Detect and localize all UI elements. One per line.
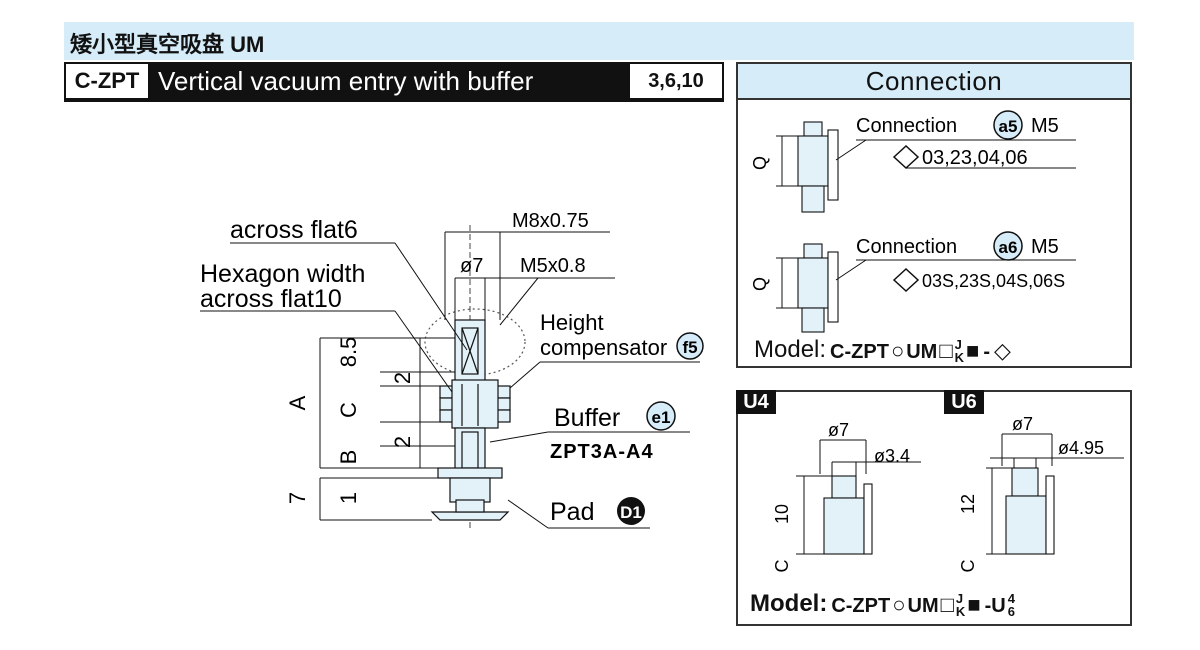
- connection-model-line: Model: C-ZPT ○ UM □ J K ■ - ◇: [754, 336, 1011, 364]
- u4-dia-outer: ø7: [828, 420, 849, 440]
- u4-fitting: [823, 475, 873, 555]
- pad-label: Pad: [550, 498, 594, 526]
- d1-badge: [617, 497, 645, 525]
- u6-fitting: [1005, 467, 1055, 555]
- u6-c-dim: C: [958, 560, 978, 573]
- pad-sizes-box: 3,6,10: [628, 62, 724, 100]
- across-flat6-label: across flat6: [230, 216, 358, 244]
- hex-nut: [439, 379, 511, 429]
- page-title: 矮小型真空吸盘 UM: [70, 32, 265, 57]
- across-flat10-label: across flat10: [200, 285, 342, 313]
- u-square-icon: □: [940, 592, 954, 617]
- u-filled-square-icon: ■: [967, 592, 981, 617]
- k-option: K: [954, 350, 965, 365]
- model-label: Model:: [754, 336, 827, 363]
- u6-dia-inner: ø4.95: [1058, 438, 1104, 458]
- a6-thread: M5: [1031, 236, 1059, 258]
- u6-dia-outer: ø7: [1012, 414, 1033, 434]
- connection-diagrams: Q Connection a5 M5 03,23,04,06 Q Connect…: [750, 110, 1076, 333]
- model-um: UM: [906, 341, 938, 363]
- a5-badge-text: a5: [999, 117, 1018, 136]
- d1-badge-text: D1: [620, 503, 642, 522]
- m8-thread-label: M8x0.75: [512, 210, 589, 232]
- connection-title: Connection: [736, 62, 1132, 100]
- dim-B: B: [336, 450, 361, 465]
- j-option: J: [954, 337, 962, 352]
- u-size-6: 6: [1007, 604, 1015, 619]
- header-bar: [64, 22, 1134, 60]
- title-divider: [64, 100, 724, 102]
- dim-C: C: [336, 402, 361, 418]
- a6-codes: 03S,23S,04S,06S: [922, 271, 1065, 291]
- u-suffix: -U: [984, 595, 1006, 617]
- top-fitting: [454, 319, 486, 383]
- u4-badge: U4: [736, 390, 776, 414]
- dim-2-bottom: 2: [390, 436, 415, 448]
- u-k-option: K: [955, 604, 966, 619]
- u-size-4: 4: [1007, 591, 1015, 606]
- u4-c-dim: C: [772, 560, 792, 573]
- a6-diamond-icon: [892, 267, 920, 293]
- a5-codes: 03,23,04,06: [922, 147, 1028, 169]
- diamond-icon: ◇: [994, 338, 1011, 363]
- model-dash: -: [983, 341, 990, 363]
- filled-square-icon: ■: [966, 338, 980, 363]
- a6-fitting: [797, 243, 839, 333]
- jk-stack: J K: [955, 338, 964, 364]
- f5-badge: [676, 332, 704, 360]
- u-model-line: Model: C-ZPT ○ UM □ J K ■ -U 4 6: [750, 590, 1017, 618]
- main-diagram: across flat6 Hexagon width across flat10…: [200, 210, 704, 530]
- circle-icon: ○: [890, 338, 905, 363]
- lower-body: [430, 427, 510, 521]
- square-icon: □: [939, 338, 953, 363]
- hexagon-width-label: Hexagon width: [200, 260, 365, 288]
- u-j-option: J: [955, 591, 964, 606]
- compensator-label: compensator: [540, 335, 667, 360]
- a5-fitting: [797, 121, 839, 213]
- e1-badge: [646, 401, 676, 431]
- a5-diamond-icon: [892, 144, 920, 170]
- f5-badge-text: f5: [682, 338, 697, 357]
- zpt-part-label: ZPT3A-A4: [550, 441, 654, 463]
- u-jk-stack: J K: [956, 592, 965, 618]
- a5-thread: M5: [1031, 115, 1059, 137]
- u4-height: 10: [772, 504, 792, 524]
- height-label: Height: [540, 310, 604, 335]
- dim-8-5: 8.5: [336, 337, 361, 368]
- u-options-diagrams: ø7 ø3.4 10 C ø7 ø4.95 12 C: [772, 414, 1124, 573]
- model-code: C-ZPT: [830, 341, 889, 363]
- m5-thread-label: M5x0.8: [520, 255, 586, 277]
- u-model-label: Model:: [750, 590, 828, 617]
- u-options-panel: [736, 390, 1132, 626]
- a5-connection-label: Connection: [856, 115, 957, 137]
- u-circle-icon: ○: [892, 592, 906, 617]
- dim-A: A: [285, 395, 310, 410]
- u4-dia-inner: ø3.4: [874, 446, 910, 466]
- section-title: Vertical vacuum entry with buffer: [150, 62, 628, 100]
- e1-badge-text: e1: [652, 408, 671, 427]
- model-code-box: C-ZPT: [64, 62, 150, 100]
- a5-q-dim: Q: [750, 156, 770, 170]
- buffer-label: Buffer: [554, 404, 620, 432]
- dim-2-top: 2: [390, 372, 415, 384]
- a6-badge: [993, 231, 1023, 261]
- dim-7: 7: [285, 492, 310, 504]
- u-model-um: UM: [907, 595, 939, 617]
- dia7-label: ø7: [460, 255, 483, 277]
- a5-badge: [993, 110, 1023, 140]
- a6-q-dim: Q: [750, 277, 770, 291]
- u-size-stack: 4 6: [1008, 592, 1015, 618]
- u6-height: 12: [958, 494, 978, 514]
- a6-badge-text: a6: [999, 238, 1018, 257]
- u6-badge: U6: [944, 390, 984, 414]
- u-model-code: C-ZPT: [831, 595, 891, 617]
- dim-1: 1: [336, 492, 361, 504]
- a6-connection-label: Connection: [856, 236, 957, 258]
